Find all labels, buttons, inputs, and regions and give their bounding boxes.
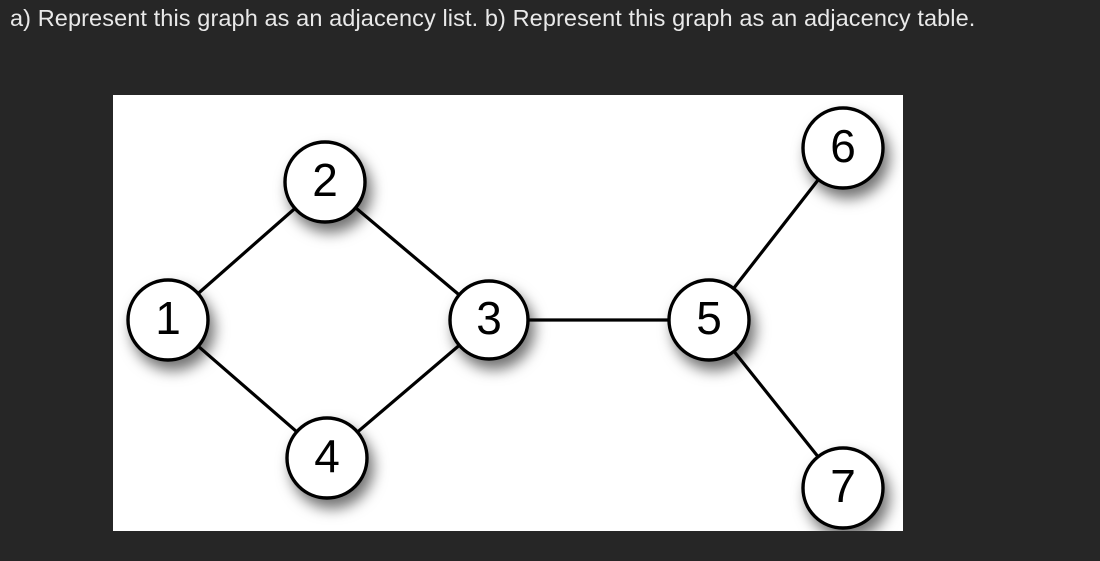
node-circle-2 [283, 140, 367, 224]
node-circle-1 [126, 278, 210, 362]
node-circle-5 [667, 278, 751, 362]
graph-node-2: 2 [283, 140, 367, 224]
node-label-2: 2 [312, 154, 338, 206]
node-label-4: 4 [314, 430, 340, 482]
node-label-5: 5 [696, 292, 722, 344]
graph-svg: 1 2 3 4 5 6 7 [126, 106, 885, 530]
graph-edge-2-3 [353, 205, 461, 297]
graph-edge-5-6 [731, 177, 821, 291]
graph-edge-5-7 [732, 349, 820, 459]
graph-edge-1-2 [196, 206, 297, 296]
graph-node-6: 6 [801, 106, 885, 190]
graph-nodes: 1 2 3 4 5 6 7 [126, 106, 885, 530]
graph-node-1: 1 [126, 278, 210, 362]
node-circle-6 [801, 106, 885, 190]
node-label-6: 6 [830, 120, 856, 172]
graph-edge-1-4 [196, 344, 299, 434]
graph-node-3: 3 [448, 279, 530, 361]
graph-edge-4-3 [355, 343, 462, 434]
node-circle-7 [801, 446, 885, 530]
graph-node-5: 5 [667, 278, 751, 362]
node-label-3: 3 [476, 292, 502, 344]
graph-node-4: 4 [285, 416, 369, 500]
question-text: a) Represent this graph as an adjacency … [10, 5, 976, 31]
graph-node-7: 7 [801, 446, 885, 530]
node-circle-3 [448, 279, 530, 361]
graph-figure-panel: 1 2 3 4 5 6 7 [113, 95, 903, 531]
node-circle-4 [285, 416, 369, 500]
node-label-7: 7 [830, 460, 856, 512]
node-label-1: 1 [155, 292, 181, 344]
graph-edges [196, 177, 821, 459]
